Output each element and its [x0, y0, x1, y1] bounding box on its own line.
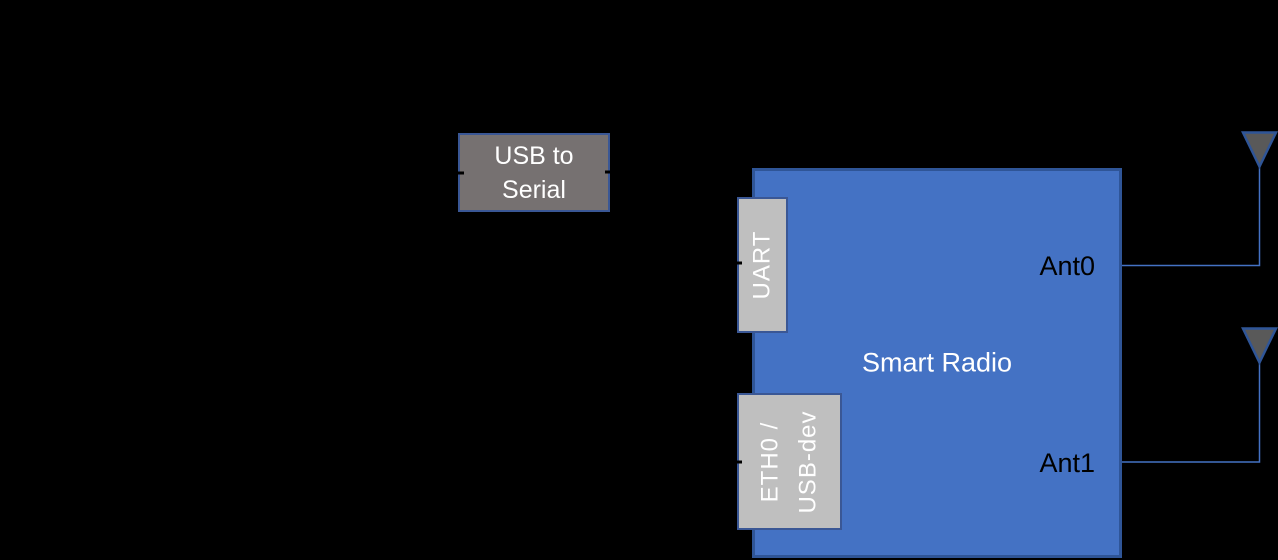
- antenna-icon: [1241, 131, 1278, 170]
- ant0-port-label: Ant0: [1039, 251, 1095, 281]
- smart-radio-label: Smart Radio: [861, 347, 1013, 378]
- usb-to-serial-label-line1: USB to: [494, 141, 574, 170]
- ant1-feed-wire: [1122, 363, 1261, 463]
- antenna-icon: [1241, 327, 1278, 366]
- eth0-label-line2: USB-dev: [794, 409, 822, 514]
- usb-to-serial-node: USB to Serial: [458, 133, 610, 212]
- hidden-connector-usb-to-uart: [605, 170, 742, 265]
- eth0-usb-dev-port-label: ETH0 / USB-dev: [752, 410, 828, 513]
- eth0-label-line1: ETH0 /: [756, 421, 784, 502]
- usb-to-serial-label-line2: Serial: [502, 175, 566, 204]
- uart-port-label: UART: [748, 230, 776, 300]
- eth0-usb-dev-port-node: ETH0 / USB-dev: [737, 393, 842, 530]
- ant0-feed-wire: [1122, 167, 1261, 267]
- ant1-port-label: Ant1: [1039, 448, 1095, 478]
- uart-port-node: UART: [737, 197, 788, 333]
